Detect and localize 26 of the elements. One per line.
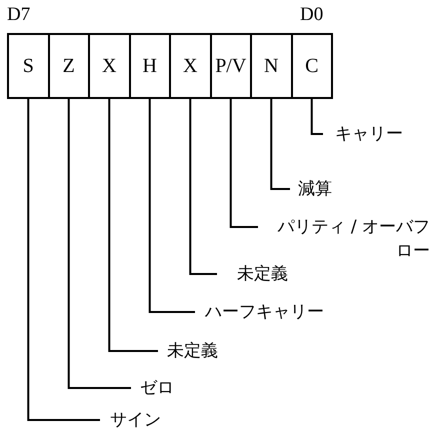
flag-name: 未定義	[167, 339, 218, 363]
flag-bit-cell: N	[250, 33, 292, 99]
leader-line	[148, 99, 195, 313]
flag-name: 減算	[298, 177, 332, 201]
flag-name: ハーフキャリー	[205, 300, 324, 324]
leader-line	[27, 99, 100, 421]
flag-name: 未定義	[237, 262, 288, 286]
leader-line	[189, 99, 217, 275]
flag-name: ゼロ	[140, 376, 174, 400]
flag-bit-cell: X	[88, 33, 130, 99]
leader-line	[108, 99, 158, 352]
flag-bit-cell: P/V	[210, 33, 252, 99]
flag-bit-cell: X	[169, 33, 212, 99]
flag-name: キャリー	[335, 122, 403, 146]
flag-bit-cell: C	[290, 33, 333, 99]
bit-number: D7	[7, 4, 30, 26]
leader-line	[68, 99, 131, 389]
leader-line	[230, 99, 258, 228]
flag-bit-cell: H	[128, 33, 171, 99]
bit-number: D0	[300, 4, 324, 26]
flag-bit-cell: Z	[48, 33, 90, 99]
leader-line	[310, 99, 323, 135]
flag-name: パリティ / オーバフロー	[265, 215, 430, 263]
leader-line	[270, 99, 290, 190]
flag-bit-cell: S	[7, 33, 50, 99]
flag-name: サイン	[110, 408, 161, 431]
